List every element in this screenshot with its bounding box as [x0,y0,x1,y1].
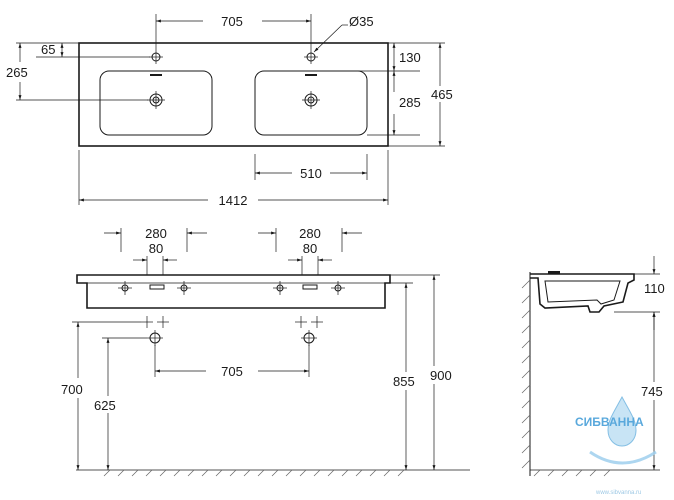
dim-tap-from-back-left: 65 [41,42,55,57]
dim-left-outer: 280 [145,226,167,241]
dim-top-height-900: 900 [430,368,452,383]
left-overflow-slot [150,74,162,76]
left-fixing-points-icon [141,316,169,328]
front-view: 280 80 280 80 [61,226,470,477]
dim-left-inner: 80 [149,241,163,256]
dim-waste-height: 745 [641,384,663,399]
front-right-outer-hole-icon [273,281,287,295]
dim-fix-height-700: 700 [61,382,83,397]
watermark: СИБВАННА www.sibvanna.ru [575,395,657,496]
dim-total-width: 1412 [219,193,248,208]
dim-tap-hole: Ø35 [349,14,374,29]
right-fixing-points-icon [295,316,323,328]
front-basin-outline [76,274,391,309]
dim-bowl-depth: 285 [399,95,421,110]
bathtub-icon [589,450,657,465]
right-drain-icon [302,91,320,109]
left-waste-icon [147,330,163,346]
side-tap-mark [548,271,560,274]
water-drop-icon [607,395,637,447]
dim-total-depth: 465 [431,87,453,102]
side-basin-profile [530,273,635,313]
front-right-overflow [302,284,318,290]
right-bowl [254,70,368,136]
side-view: 110 745 [521,256,665,477]
front-left-inner-hole-icon [177,281,191,295]
dim-bowl-width: 510 [300,166,322,181]
dim-right-outer: 280 [299,226,321,241]
right-tap-hole-icon [304,50,318,64]
top-view-outline [78,42,389,147]
dim-fix-height-625: 625 [94,398,116,413]
right-overflow-slot [305,74,317,76]
dim-waste-spacing: 705 [221,364,243,379]
front-left-outer-hole-icon [118,281,132,295]
left-drain-icon [147,91,165,109]
dim-rim-height-855: 855 [393,374,415,389]
right-waste-icon [301,330,317,346]
dim-right-inner: 80 [303,241,317,256]
watermark-url: www.sibvanna.ru [595,490,641,496]
dim-bowl-center-left: 265 [6,65,28,80]
front-right-inner-hole-icon [331,281,345,295]
dim-basin-depth: 110 [644,281,665,296]
watermark-brand: СИБВАННА [575,415,644,429]
left-tap-hole-icon [149,50,163,64]
dim-tap-from-back-right: 130 [399,50,421,65]
left-bowl [99,70,213,136]
top-view: 705 Ø35 65 265 130 285 465 510 [6,14,453,208]
dim-tap-spacing: 705 [221,14,243,29]
front-left-overflow [149,284,165,290]
